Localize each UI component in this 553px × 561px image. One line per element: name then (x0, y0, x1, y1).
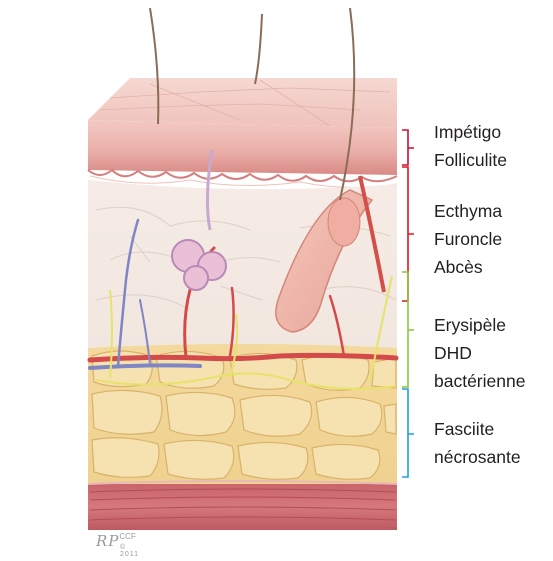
label-dhd: DHD (434, 340, 472, 367)
label-fasciite: Fasciite (434, 416, 494, 443)
signature-year: © 2011 (120, 544, 139, 558)
signature-org: CCF (119, 532, 135, 541)
illustrator-signature: RPCCF © 2011 (96, 532, 136, 550)
label-abces: Abcès (434, 254, 483, 281)
label-erysipele: Erysipèle (434, 312, 506, 339)
fat-lobules (92, 351, 396, 479)
label-furoncle: Furoncle (434, 226, 502, 253)
signature-initials: RP (96, 532, 119, 550)
bracket-epidermis (402, 130, 414, 165)
label-ecthyma: Ecthyma (434, 198, 502, 225)
label-folliculite: Folliculite (434, 147, 507, 174)
bracket-hypodermis (402, 272, 414, 387)
label-impetigo: Impétigo (434, 119, 501, 146)
label-bacterienne: bactérienne (434, 368, 525, 395)
label-necrosante: nécrosante (434, 444, 521, 471)
skin-surface (88, 78, 397, 128)
bracket-fascia (402, 389, 414, 477)
